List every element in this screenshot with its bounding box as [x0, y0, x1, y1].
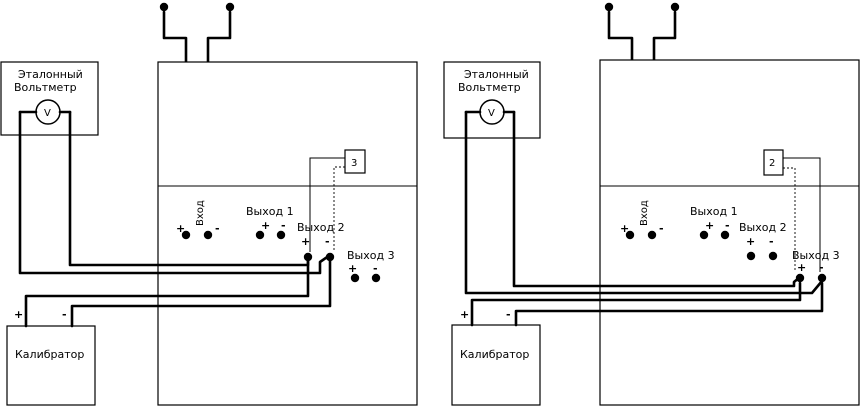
left-input-minus: - [215, 222, 220, 235]
left-calibrator-minus: - [62, 308, 67, 321]
left-output3-plus: + [348, 262, 357, 275]
right-calibrator-box [451, 324, 541, 406]
right-wire-voltmeter-minus [464, 110, 824, 295]
left-voltmeter-box [0, 61, 99, 136]
right-output1-terminal-minus [720, 230, 730, 240]
right-scheme: Эталонный Вольтметр V Калибратор + - 2 В… [443, 2, 860, 406]
right-probe-wire-b [783, 167, 796, 272]
right-wire-calibrator-minus [514, 281, 824, 327]
right-output2-minus: - [769, 235, 774, 248]
left-mains-wire-2 [206, 10, 232, 64]
left-output1-plus: + [261, 219, 270, 232]
left-voltmeter-title-2: Вольтметр [14, 81, 77, 94]
right-wire-calibrator-plus [470, 281, 802, 327]
right-input-minus: - [659, 222, 664, 235]
left-device-box [157, 61, 418, 406]
right-output1-minus: - [725, 219, 730, 232]
left-probe-wire-a [309, 157, 345, 252]
left-probe-number: 3 [351, 158, 357, 169]
left-output2-label: Выход 2 [297, 221, 345, 234]
right-output2-terminal-minus [768, 251, 778, 261]
right-output2-plus: + [746, 235, 755, 248]
left-voltmeter-title-1: Эталонный [18, 68, 83, 81]
right-calibrator-label: Калибратор [460, 348, 529, 361]
right-output1-label: Выход 1 [690, 205, 738, 218]
right-mains-wire-2 [652, 10, 677, 62]
right-output3-minus: - [819, 261, 824, 274]
left-calibrator-plus: + [14, 308, 23, 321]
left-output3-terminal-plus [350, 273, 360, 283]
left-output2-terminal-plus [303, 252, 313, 262]
right-voltmeter-title-2: Вольтметр [458, 81, 521, 94]
right-device-box [599, 59, 860, 406]
right-voltmeter-title-1: Эталонный [464, 68, 529, 81]
left-mains-wire-1 [162, 10, 188, 64]
right-voltmeter-symbol: V [488, 108, 495, 119]
right-input-terminal-minus [647, 230, 657, 240]
right-calibrator-minus: - [506, 308, 511, 321]
right-mains-terminal-1 [604, 2, 614, 12]
left-output1-terminal-minus [276, 230, 286, 240]
right-output1-terminal-plus [699, 230, 709, 240]
left-calibrator-label: Калибратор [15, 348, 84, 361]
left-input-plus: + [176, 222, 185, 235]
right-calibrator-plus: + [460, 308, 469, 321]
right-output3-plus: + [797, 261, 806, 274]
right-output3-terminal-plus [795, 273, 805, 283]
left-scheme: Эталонный Вольтметр V Калибратор + - 3 В… [0, 2, 418, 406]
left-output3-terminal-minus [371, 273, 381, 283]
right-mains-wire-1 [607, 10, 634, 62]
left-mains-terminal-1 [159, 2, 169, 12]
left-mains-terminal-2 [225, 2, 235, 12]
left-output2-minus: - [325, 235, 330, 248]
left-probe-box [344, 149, 366, 174]
left-output1-terminal-plus [255, 230, 265, 240]
right-wire-voltmeter-plus [512, 110, 802, 288]
left-wire-calibrator-plus [24, 257, 310, 328]
right-mains-terminal-2 [670, 2, 680, 12]
left-output2-terminal-minus [325, 252, 335, 262]
left-input-label: Вход [195, 200, 206, 226]
left-output1-label: Выход 1 [246, 205, 294, 218]
left-output3-label: Выход 3 [347, 249, 395, 262]
right-probe-number: 2 [769, 158, 775, 169]
right-output1-plus: + [705, 219, 714, 232]
left-wire-calibrator-minus [70, 258, 332, 328]
right-input-label: Вход [639, 200, 650, 226]
left-calibrator-box [6, 325, 96, 406]
right-output2-label: Выход 2 [739, 221, 787, 234]
right-output3-terminal-minus [817, 273, 827, 283]
left-input-terminal-plus [181, 230, 191, 240]
right-input-terminal-plus [625, 230, 635, 240]
right-probe-box [763, 149, 784, 176]
left-output3-minus: - [373, 262, 378, 275]
left-input-terminal-minus [203, 230, 213, 240]
right-input-plus: + [620, 222, 629, 235]
left-output1-minus: - [281, 219, 286, 232]
left-voltmeter-symbol: V [44, 108, 51, 119]
right-output3-label: Выход 3 [792, 249, 840, 262]
right-output2-terminal-plus [746, 251, 756, 261]
left-wire-voltmeter-minus [18, 110, 332, 275]
right-probe-wire-a [783, 157, 821, 272]
left-output2-plus: + [301, 235, 310, 248]
